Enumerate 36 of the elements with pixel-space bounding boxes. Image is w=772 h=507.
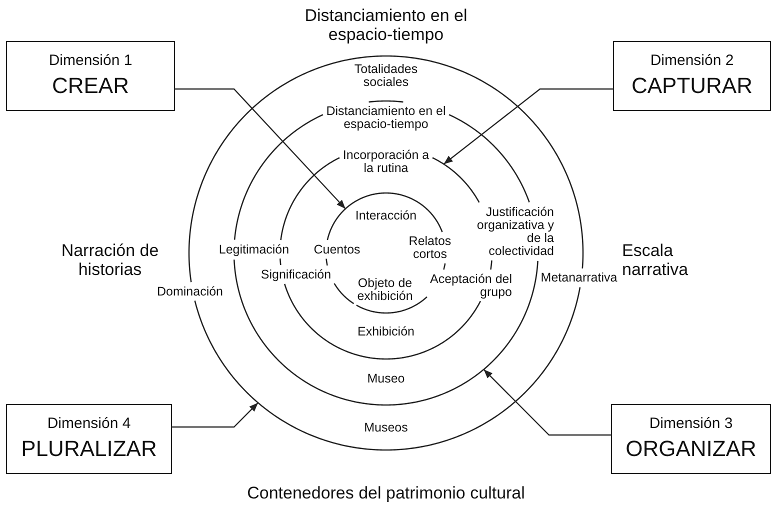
ring-label: Museo: [367, 372, 405, 386]
axis-label: Contenedores del patrimonio cultural: [247, 484, 525, 502]
dimension-name: CREAR: [52, 72, 129, 100]
dimension-number: Dimensión 2: [650, 51, 734, 71]
dimension-box: [6, 404, 172, 474]
axis-label: Narración de historias: [60, 241, 160, 279]
dimension-number: Dimensión 1: [48, 51, 132, 71]
ring-label: Totalidades sociales: [353, 63, 419, 89]
ring-label: Exhibición: [358, 326, 414, 338]
dimension-box: [611, 404, 771, 474]
ring-label: Significación: [260, 268, 332, 282]
ring-label: Incorporación a la rutina: [342, 149, 430, 175]
ring-label: Objeto de exhibición: [356, 277, 414, 303]
ring-label: Cuentos: [314, 244, 360, 256]
arrow: [483, 369, 611, 436]
ring-label: Legitimación: [218, 244, 290, 256]
axis-label: Escala narrativa: [622, 241, 690, 279]
ring-label: Interacción: [355, 210, 417, 222]
ring-label: Aceptación del grupo: [430, 273, 512, 299]
ring-label: Relatos cortos: [408, 235, 452, 261]
axis-label: Distanciamiento en el espacio-tiempo: [304, 6, 468, 44]
dimension-number: Dimensión 3: [649, 414, 733, 434]
ring-label: Justificación organizativa y de la colectividad: [476, 206, 554, 258]
ring-label: Dominación: [157, 286, 223, 298]
arrow: [443, 88, 613, 165]
arrow: [175, 88, 346, 210]
dimension-name: PLURALIZAR: [21, 435, 157, 463]
ring-label: Distanciamiento en el espacio-tiempo: [325, 105, 447, 131]
dimension-box: [6, 41, 175, 111]
ring-label: Museos: [364, 422, 408, 434]
arrow: [172, 402, 258, 428]
ring-label: Metanarrativa: [540, 272, 618, 284]
dimension-number: Dimensión 4: [47, 414, 131, 434]
dimension-name: CAPTURAR: [631, 72, 752, 100]
dimension-name: ORGANIZAR: [626, 435, 756, 463]
dimension-box: [613, 41, 771, 111]
